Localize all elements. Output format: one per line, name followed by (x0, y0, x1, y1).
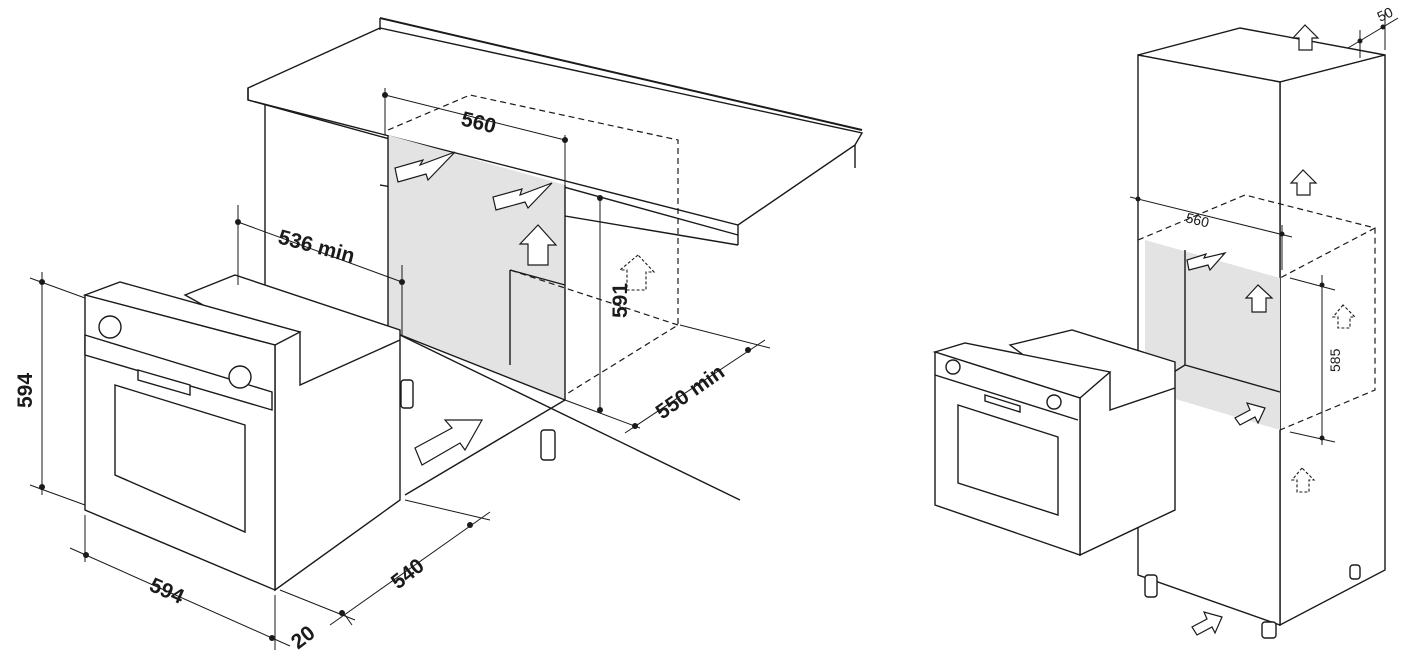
airflow-arrows (394, 151, 656, 466)
tall-cabinet (1137, 27, 1386, 639)
arrow-up-dashed-icon (618, 254, 656, 291)
dimension-lines (29, 88, 771, 650)
arrow-up-dashed-icon (1331, 304, 1357, 329)
control-panel (84, 334, 273, 411)
cabinet-foot (400, 379, 414, 409)
dim-niche-depth-min: 536 min (276, 226, 358, 268)
arrow-left-icon (1186, 251, 1227, 272)
arrow-up-icon (518, 224, 558, 266)
dim-clearance-depth-min: 550 min (652, 360, 729, 424)
control-knob[interactable] (1046, 394, 1062, 410)
arrow-up-dashed-icon (1290, 467, 1316, 493)
arrow-up-icon (1244, 284, 1274, 313)
dim-niche-width: 560 (1184, 209, 1211, 230)
dimension-lines (1129, 10, 1399, 445)
oven-window (957, 404, 1059, 516)
arrow-inlet-icon (1234, 402, 1266, 426)
dim-oven-width: 594 (146, 574, 188, 609)
arrow-up-icon (1289, 169, 1318, 196)
oven-handle[interactable] (137, 369, 191, 396)
oven-window (114, 384, 246, 534)
cabinet-foot (1349, 564, 1361, 580)
control-knob[interactable] (98, 315, 122, 339)
dim-oven-height: 594 (14, 373, 37, 408)
control-knob[interactable] (228, 365, 252, 389)
arrow-inlet-icon (1191, 611, 1223, 636)
oven (932, 329, 1176, 557)
arrow-left-icon (394, 151, 456, 183)
cabinet-foot (540, 429, 556, 461)
dim-rear-gap: 50 (1375, 4, 1396, 25)
control-knob[interactable] (945, 359, 961, 375)
arrow-inlet-icon (414, 419, 484, 466)
airflow-arrows (1186, 24, 1357, 636)
arrow-left-icon (492, 182, 553, 211)
arrow-up-icon (1291, 24, 1320, 51)
cabinet-foot (1144, 574, 1158, 598)
dim-front-thickness: 20 (287, 621, 320, 654)
oven-handle[interactable] (984, 394, 1021, 413)
oven (82, 274, 401, 592)
right-column-installation-view: 560 585 50 (932, 4, 1399, 639)
cabinet-foot (1261, 621, 1277, 639)
dim-niche-height: 585 (1327, 348, 1343, 372)
left-installation-view: 560 536 min 591 594 594 540 20 550 min (14, 17, 864, 654)
dim-niche-height: 591 (609, 283, 632, 318)
